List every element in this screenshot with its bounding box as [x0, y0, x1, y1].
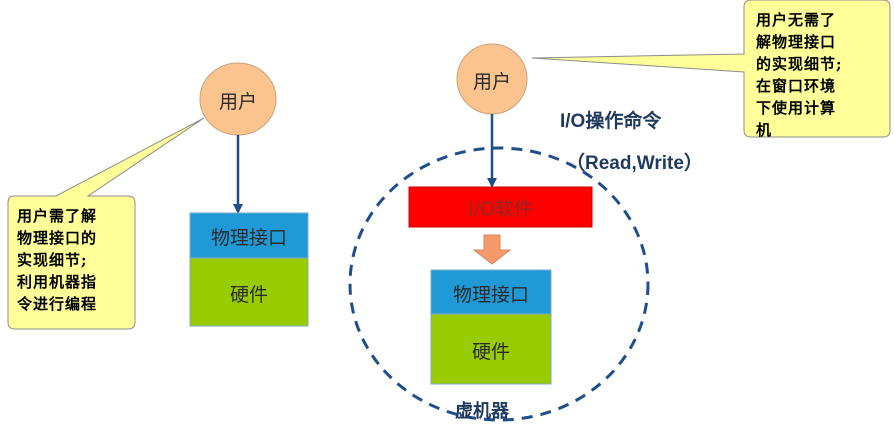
right-hardware-box — [430, 313, 552, 385]
io-command-examples: （Read,Write） — [566, 153, 703, 174]
io-software-label: I/O软件 — [468, 198, 533, 220]
left-hardware-box — [189, 257, 309, 327]
right-callout-text: 用户无需了 解物理接口 的实现细节; 在窗口环境 下使用计算 机 — [756, 11, 843, 139]
left-user-label: 用户 — [218, 91, 257, 113]
virtual-machine-label: 虚机器 — [455, 401, 509, 422]
right-user-label: 用户 — [472, 71, 511, 93]
right-interface-box — [430, 269, 552, 315]
io-to-interface-down-arrow — [472, 234, 512, 265]
io-command-title: I/O操作命令 — [560, 111, 662, 132]
left-hardware-label: 硬件 — [229, 284, 268, 306]
right-callout-bubble — [531, 0, 891, 138]
right-hardware-label: 硬件 — [471, 341, 510, 363]
right-interface-label: 物理接口 — [452, 284, 529, 306]
left-interface-box — [189, 212, 309, 259]
left-callout-bubble — [7, 117, 205, 330]
left-callout-text: 用户需了解 物理接口的 实现细节; 利用机器指 令进行编程 — [17, 207, 98, 313]
io-software-box — [408, 186, 593, 228]
left-interface-label: 物理接口 — [210, 227, 287, 249]
virtual-machine-boundary — [348, 146, 650, 422]
